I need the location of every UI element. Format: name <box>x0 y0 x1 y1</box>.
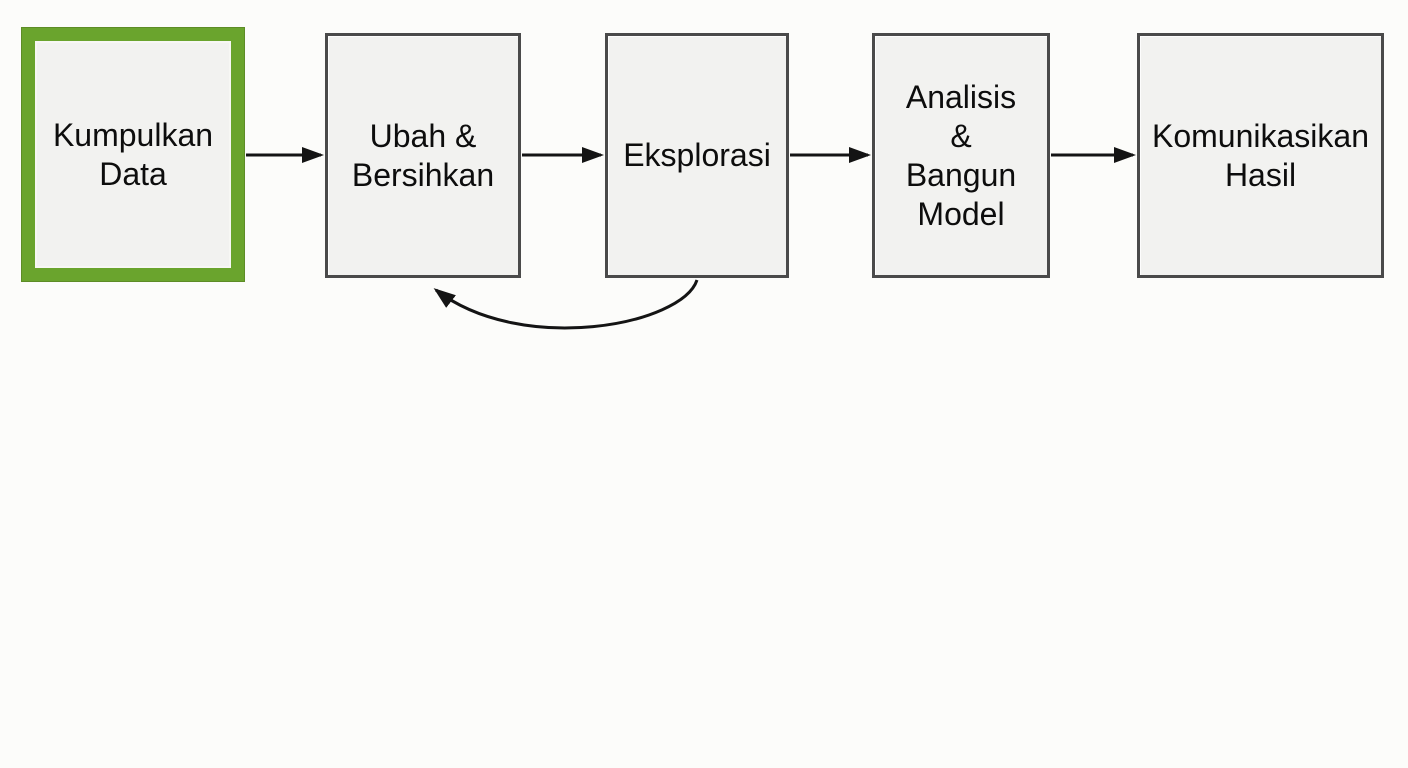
arrow-feedback-eksplorasi-to-ubah <box>433 279 699 330</box>
node-label: Eksplorasi <box>623 137 771 173</box>
node-ubah-bersihkan: Ubah & Bersihkan <box>325 33 521 278</box>
node-label: Kumpulkan Data <box>52 116 214 192</box>
node-eksplorasi: Eksplorasi <box>605 33 789 278</box>
node-kumpulkan-data: Kumpulkan Data <box>22 28 244 281</box>
node-analisis-bangun-model: Analisis & Bangun Model <box>872 33 1050 278</box>
node-label: Ubah & Bersihkan <box>351 117 495 193</box>
node-label: Komunikasikan Hasil <box>1152 117 1369 193</box>
node-komunikasikan-hasil: Komunikasikan Hasil <box>1137 33 1384 278</box>
node-label: Analisis & Bangun Model <box>905 78 1017 232</box>
